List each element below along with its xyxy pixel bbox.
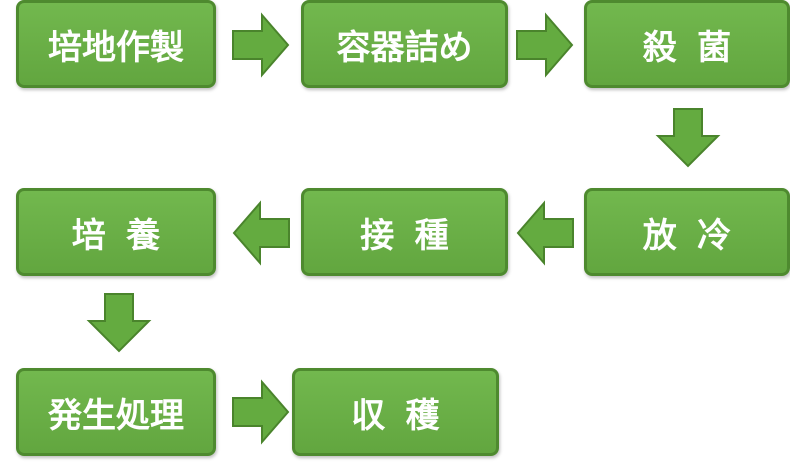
step-label: 発生処理 xyxy=(48,395,184,436)
arrow-right-icon xyxy=(232,379,290,445)
step-fruiting-treatment: 発生処理 xyxy=(16,368,216,456)
arrow-right-icon xyxy=(232,12,290,78)
arrow-down-icon xyxy=(86,293,152,353)
step-container-filling: 容器詰め xyxy=(301,0,508,88)
step-incubation: 培養 xyxy=(16,188,216,276)
arrow-left-icon xyxy=(232,200,290,266)
step-inoculation: 接種 xyxy=(301,188,508,276)
step-label: 培養 xyxy=(71,215,181,256)
step-label: 培地作製 xyxy=(48,27,184,68)
step-cooling: 放冷 xyxy=(584,188,790,276)
arrow-left-icon xyxy=(516,200,574,266)
step-medium-preparation: 培地作製 xyxy=(16,0,216,88)
step-harvest: 収穫 xyxy=(292,368,499,456)
step-label: 容器詰め xyxy=(336,27,473,68)
step-label: 収穫 xyxy=(351,395,461,436)
step-label: 殺菌 xyxy=(642,27,752,68)
step-label: 放冷 xyxy=(642,215,752,256)
arrow-right-icon xyxy=(516,12,574,78)
step-label: 接種 xyxy=(360,215,470,256)
step-sterilization: 殺菌 xyxy=(584,0,790,88)
arrow-down-icon xyxy=(655,108,721,168)
